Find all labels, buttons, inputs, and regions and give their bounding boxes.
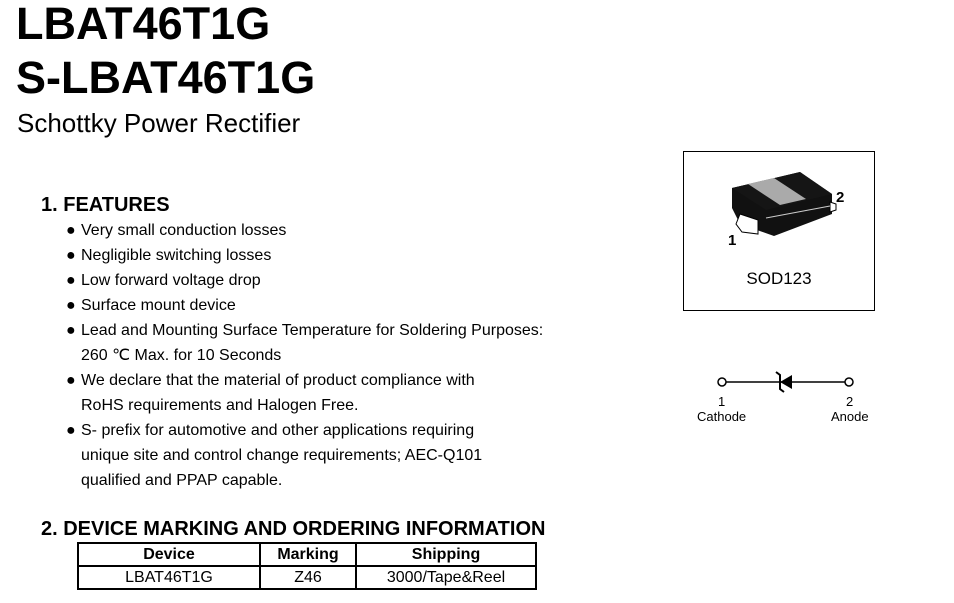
column-header-device: Device: [77, 542, 261, 567]
anode-pin-number: 2: [846, 394, 854, 409]
cell-device: LBAT46T1G: [77, 565, 261, 590]
feature-text: Surface mount device: [81, 297, 236, 314]
package-name: SOD123: [746, 269, 812, 288]
sod123-package-image: [732, 172, 837, 236]
feature-text: S- prefix for automotive and other appli…: [81, 422, 475, 439]
cathode-label: Cathode: [697, 409, 747, 424]
bullet-icon: ●: [66, 247, 76, 264]
feature-text: Low forward voltage drop: [81, 272, 261, 289]
anode-label: Anode: [831, 409, 869, 424]
cathode-pin-number: 1: [718, 394, 726, 409]
bullet-icon: ●: [66, 297, 76, 314]
part-number-title: LBAT46T1G: [16, 0, 271, 49]
bullet-icon: ●: [66, 322, 76, 339]
feature-item: ● Lead and Mounting Surface Temperature f…: [66, 318, 543, 343]
pin-1-label: 1: [728, 232, 737, 249]
table-row: LBAT46T1G Z46 3000/Tape&Reel: [77, 565, 537, 590]
bullet-icon: ●: [66, 422, 76, 439]
feature-item: ● Surface mount device: [66, 293, 236, 318]
feature-text: Lead and Mounting Surface Temperature fo…: [81, 322, 544, 339]
ordering-heading: 2. DEVICE MARKING AND ORDERING INFORMATI…: [41, 518, 546, 540]
table-header-row: Device Marking Shipping: [77, 542, 537, 567]
feature-text: Very small conduction losses: [81, 222, 287, 239]
feature-text: We declare that the material of product …: [81, 372, 475, 389]
feature-text-cont: qualified and PPAP capable.: [81, 472, 283, 489]
bullet-icon: ●: [66, 222, 76, 239]
feature-item: ● Very small conduction losses: [66, 218, 286, 243]
diode-symbol-icon: [717, 371, 854, 393]
feature-text-cont: 260 ℃ Max. for 10 Seconds: [81, 347, 282, 364]
column-header-shipping: Shipping: [355, 542, 537, 567]
cell-shipping: 3000/Tape&Reel: [355, 565, 537, 590]
feature-text-cont: RoHS requirements and Halogen Free.: [81, 397, 359, 414]
cell-marking: Z46: [259, 565, 357, 590]
ordering-table: Device Marking Shipping LBAT46T1G Z46 30…: [77, 542, 537, 590]
feature-item: ● S- prefix for automotive and other appl…: [66, 418, 474, 443]
column-header-marking: Marking: [259, 542, 357, 567]
bullet-icon: ●: [66, 372, 76, 389]
feature-text: Negligible switching losses: [81, 247, 272, 264]
feature-item: ● Low forward voltage drop: [66, 268, 261, 293]
package-box: 2 1 SOD123: [683, 151, 875, 311]
part-number-title-automotive: S-LBAT46T1G: [16, 52, 316, 103]
features-heading: 1. FEATURES: [41, 194, 170, 216]
feature-item: ● Negligible switching losses: [66, 243, 271, 268]
bullet-icon: ●: [66, 272, 76, 289]
feature-text-cont: unique site and control change requireme…: [81, 447, 483, 464]
feature-item: ● We declare that the material of product…: [66, 368, 475, 393]
pin-2-label: 2: [836, 189, 845, 206]
subtitle: Schottky Power Rectifier: [17, 108, 301, 138]
